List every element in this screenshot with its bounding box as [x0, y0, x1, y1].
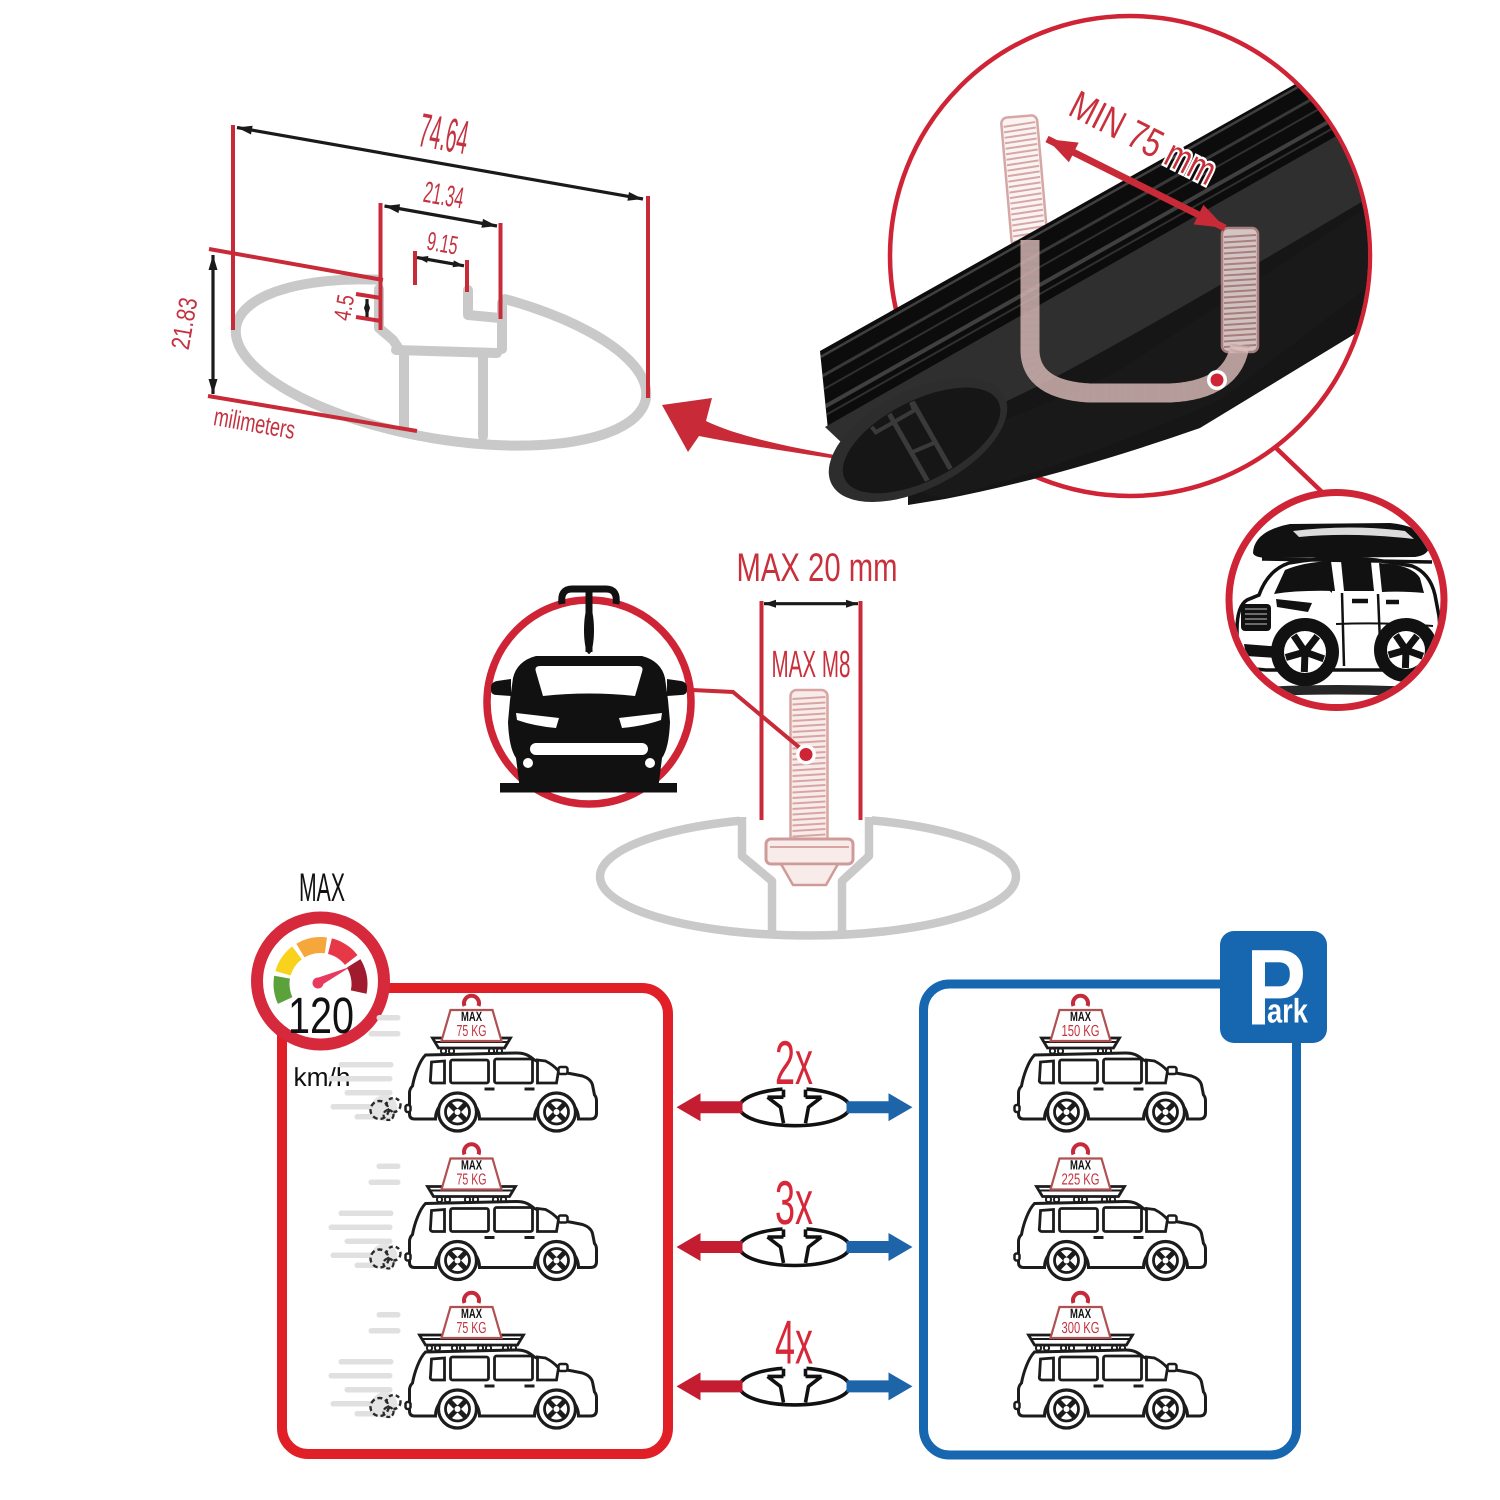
svg-text:120: 120: [288, 987, 354, 1044]
svg-text:P: P: [1246, 927, 1306, 1048]
svg-text:21.34: 21.34: [421, 176, 466, 215]
svg-text:MAX: MAX: [1070, 1306, 1091, 1321]
svg-text:75 KG: 75 KG: [457, 1320, 487, 1337]
svg-text:300 KG: 300 KG: [1062, 1320, 1100, 1337]
svg-text:MAX: MAX: [461, 1009, 482, 1024]
svg-text:9.15: 9.15: [425, 226, 461, 261]
svg-text:74.64: 74.64: [415, 104, 472, 165]
svg-text:2x: 2x: [775, 1029, 813, 1098]
svg-text:4.5: 4.5: [329, 293, 360, 323]
svg-text:225 KG: 225 KG: [1062, 1172, 1100, 1189]
svg-text:MAX 20 mm: MAX 20 mm: [737, 546, 898, 590]
svg-text:75 KG: 75 KG: [457, 1172, 487, 1189]
svg-text:4x: 4x: [775, 1308, 813, 1377]
svg-text:MAX: MAX: [461, 1306, 482, 1321]
svg-text:MAX: MAX: [299, 866, 345, 910]
svg-text:ark: ark: [1267, 993, 1308, 1031]
svg-text:150 KG: 150 KG: [1062, 1023, 1100, 1040]
svg-text:3x: 3x: [775, 1169, 813, 1238]
svg-text:MAX M8: MAX M8: [772, 644, 851, 686]
svg-text:75 KG: 75 KG: [457, 1023, 487, 1040]
svg-text:MAX: MAX: [461, 1158, 482, 1173]
svg-text:MAX: MAX: [1070, 1009, 1091, 1024]
svg-text:MAX: MAX: [1070, 1158, 1091, 1173]
